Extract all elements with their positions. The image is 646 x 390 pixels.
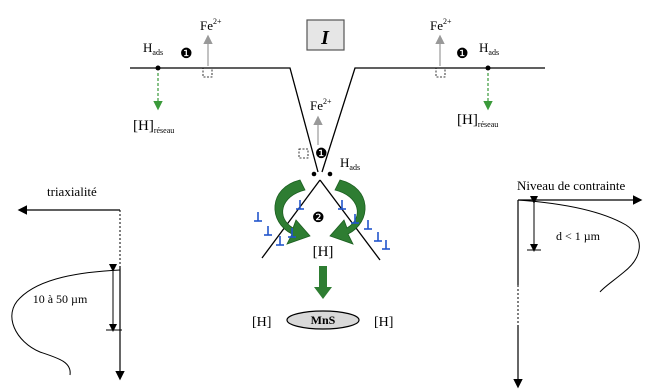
- dislocation-symbol: [351, 214, 359, 224]
- hydrogen-transport: [H] MnS [H] [H]: [252, 244, 393, 330]
- h-bracket-left: [H]: [252, 315, 271, 330]
- step-1-marker-left: ❶: [180, 47, 193, 62]
- dislocation-symbol: [364, 220, 372, 230]
- right-adsorption-site: Fe2+ ❶ Hads [H]réseau: [430, 17, 499, 129]
- panel-label-box: I: [306, 19, 345, 51]
- mns-label: MnS: [311, 313, 336, 327]
- stress-curve: [517, 199, 640, 293]
- dislocation-symbol: [382, 240, 390, 250]
- transport-arrow-head: [314, 287, 332, 299]
- transport-arrow-shaft: [319, 266, 327, 288]
- step-1-marker-right: ❶: [456, 47, 469, 62]
- stress-title: Niveau de contrainte: [517, 178, 626, 193]
- crack-surface: [130, 67, 545, 261]
- dislocation-symbol: [264, 226, 272, 236]
- dislocation-symbol: [276, 236, 284, 246]
- panel-label: I: [320, 27, 330, 49]
- h-bracket-right: [H]: [374, 315, 393, 330]
- h-ads-label-left: Hads: [143, 40, 163, 57]
- dislocations: [254, 200, 390, 250]
- dislocation-symbol: [296, 200, 304, 210]
- stress-profile: Niveau de contrainte d < 1 µm: [513, 178, 643, 389]
- triaxiality-curve: [11, 269, 121, 376]
- dislocation-symbol: [254, 212, 262, 222]
- h-ads-label-tip: Hads: [340, 155, 360, 172]
- h-atom-tip-left: [311, 171, 317, 177]
- plastic-zone-arrows: ❷: [274, 179, 366, 245]
- dissolution-site-left: [202, 67, 213, 78]
- triaxiality-title: triaxialité: [47, 184, 97, 199]
- curved-arrow-left: [274, 179, 311, 245]
- dislocation-symbol: [338, 200, 346, 210]
- h-ads-label-right: Hads: [479, 40, 499, 57]
- curved-arrow-right: [329, 179, 366, 245]
- step-2-marker: ❷: [312, 211, 325, 226]
- fe-ion-label-right: Fe2+: [430, 17, 452, 33]
- h-lattice-label-left: [H]réseau: [133, 118, 174, 135]
- left-adsorption-site: Hads ❶ [H]réseau Fe2+: [133, 17, 222, 135]
- triaxiality-distance-label: 10 à 50 µm: [33, 292, 88, 306]
- step-1-marker-tip: ❶: [315, 147, 328, 162]
- stress-distance-label: d < 1 µm: [556, 229, 601, 243]
- dissolution-site-right: [435, 67, 446, 78]
- lower-left-flank: [261, 179, 321, 259]
- crack-left-flank: [130, 67, 319, 173]
- fe-ion-label-left: Fe2+: [200, 17, 222, 33]
- fe-ion-label-tip: Fe2+: [310, 97, 332, 113]
- dislocation-symbol: [374, 232, 382, 242]
- h-atom-right: [485, 65, 491, 71]
- h-atom-tip-right: [327, 171, 333, 177]
- h-atom-left: [155, 65, 161, 71]
- h-bracket-center: [H]: [313, 244, 334, 260]
- dislocation-symbol: [288, 228, 296, 238]
- dissolution-site-tip: [298, 148, 309, 159]
- lower-right-flank: [319, 179, 381, 261]
- mns-inclusion: [286, 310, 360, 330]
- triaxiality-profile: triaxialité 10 à 50 µm: [11, 184, 125, 381]
- crack-tip: Fe2+ ❶ Hads: [298, 97, 360, 177]
- crack-right-flank: [321, 67, 545, 173]
- h-lattice-label-right: [H]réseau: [457, 112, 498, 129]
